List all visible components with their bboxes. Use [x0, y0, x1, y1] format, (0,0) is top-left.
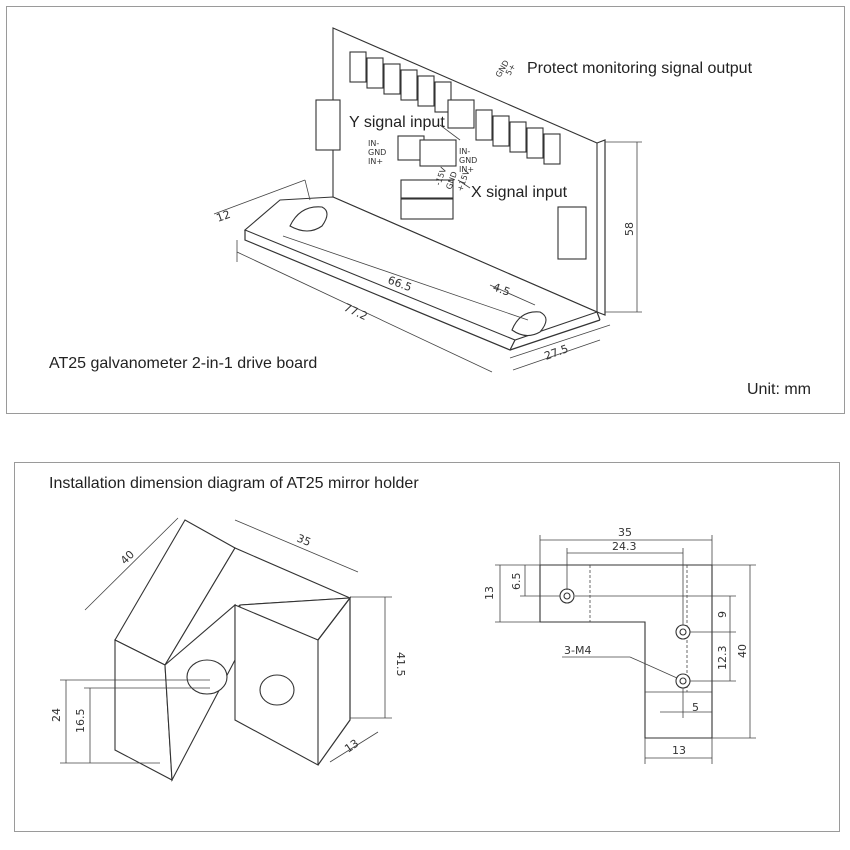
- board-caption: AT25 galvanometer 2-in-1 drive board: [49, 355, 318, 372]
- iso-dim-41-5: 41.5: [394, 652, 407, 677]
- y-motor-connector: [315, 99, 341, 151]
- slot-left: [289, 206, 328, 232]
- front-dim-12-3: 12.3: [716, 646, 729, 671]
- iso-dim-40: 40: [118, 548, 137, 567]
- hole-note: 3-M4: [564, 644, 591, 657]
- connector-row-right: [475, 109, 561, 165]
- mirror-holder-front: 35 24.3 13 6.5 9 12.3 40 5 13 3-M4: [483, 526, 756, 764]
- pin-y-gnd: GND: [368, 148, 386, 157]
- label-x-signal: X signal input: [471, 184, 568, 201]
- mirror-holder-iso: 40 35 41.5 13 24 16.5: [50, 517, 407, 783]
- dim-4-5: 4.5: [491, 281, 512, 299]
- top-dimension-lines: [213, 124, 642, 373]
- x-motor-connector: [557, 206, 587, 260]
- mirror-hole-2: [259, 674, 295, 706]
- front-dim-5: 5: [692, 701, 699, 714]
- front-dim-40: 40: [736, 644, 749, 658]
- top-panel: [6, 6, 845, 414]
- mirror-hole-1: [186, 659, 228, 695]
- front-dim-13-bottom: 13: [672, 744, 686, 757]
- dim-27-5: 27.5: [543, 342, 570, 363]
- label-y-signal: Y signal input: [349, 114, 445, 131]
- front-dim-13-left: 13: [483, 586, 496, 600]
- power-connector: [400, 179, 454, 199]
- iso-dim-16-5: 16.5: [74, 709, 87, 734]
- holder-caption: Installation dimension diagram of AT25 m…: [49, 475, 419, 492]
- label-protect: Protect monitoring signal output: [527, 60, 753, 77]
- pin-x-gnd: GND: [459, 156, 477, 165]
- pin-y-in-plus: IN+: [368, 157, 383, 166]
- iso-dim-24: 24: [50, 708, 63, 722]
- dim-77-2: 77.2: [342, 301, 370, 323]
- iso-dim-35: 35: [295, 532, 313, 549]
- pin-x-in-minus: IN-: [459, 147, 470, 156]
- dim-58: 58: [623, 222, 636, 236]
- pin-y-in-minus: IN-: [368, 139, 379, 148]
- front-dim-24-3: 24.3: [612, 540, 637, 553]
- front-dim-35: 35: [618, 526, 632, 539]
- connector-row-left: [349, 51, 452, 113]
- front-dim-6-5: 6.5: [510, 573, 523, 591]
- front-dim-9: 9: [716, 611, 729, 618]
- pin-x-in-plus: IN+: [459, 165, 474, 174]
- unit-label: Unit: mm: [747, 381, 811, 398]
- base-plate: [243, 196, 599, 341]
- bottom-panel: [14, 462, 840, 832]
- protect-connector: [447, 99, 475, 129]
- x-signal-connector: [419, 139, 457, 167]
- dim-12: 12: [215, 208, 233, 225]
- drive-board-drawing: GND 5+ IN- GND IN+ IN- GND IN+ -15V GND …: [213, 27, 642, 373]
